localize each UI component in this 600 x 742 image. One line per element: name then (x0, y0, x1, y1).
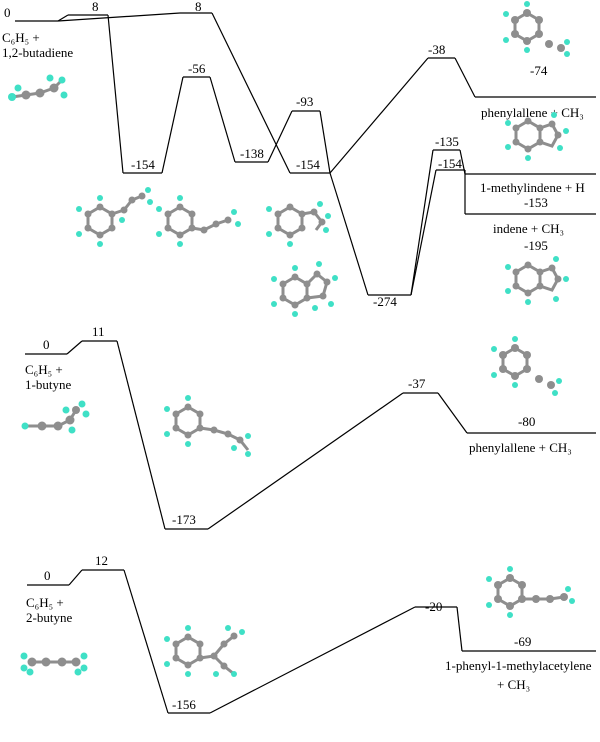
molecule-intermediate-4 (271, 261, 338, 317)
energy-label: 12 (95, 553, 108, 568)
path-p1-i (329, 57, 429, 174)
molecule-butadiene (8, 74, 68, 101)
path-p2-d (437, 392, 468, 434)
energy-label: -93 (296, 94, 313, 109)
reactant-label: 1-butyne (25, 377, 71, 392)
energy-label: 0 (43, 337, 50, 352)
energy-label: -154 (438, 156, 462, 171)
product-label: 1-methylindene + H (480, 180, 585, 195)
reactant-label: C₆H₅ + (26, 595, 64, 610)
molecule-intermediate-1 (76, 187, 153, 247)
path-p2-b (116, 340, 166, 530)
path-p1-f (267, 110, 293, 163)
path-p1-b (57, 12, 181, 22)
product-label: + CH₃ (497, 677, 530, 692)
energy-label: -74 (530, 63, 548, 78)
energy-label: -274 (373, 294, 397, 309)
energy-label: -135 (435, 134, 459, 149)
reactant-label: 1,2-butadiene (2, 45, 73, 60)
path-p1-a (57, 14, 69, 22)
energy-label: -38 (428, 42, 445, 57)
product-label: indene + CH₃ (493, 221, 564, 236)
reactant-label: C₆H₅ + (25, 362, 63, 377)
path-p1-l (410, 149, 434, 296)
path-p1-m (410, 169, 437, 296)
product-label: 1-phenyl-1-methylacetylene (445, 658, 592, 673)
molecule-phenylmethylacetylene (486, 566, 575, 618)
panel-1: 0 8 8 -154 -56 -138 -93 -154 -38 -74 -27… (2, 0, 596, 317)
energy-label: -20 (425, 599, 442, 614)
energy-label: 0 (44, 568, 51, 583)
molecule-methylindene (505, 112, 569, 161)
energy-label: -156 (172, 697, 196, 712)
path-p1-g (319, 110, 331, 174)
energy-label: -56 (188, 61, 206, 76)
energy-label: 0 (4, 5, 11, 20)
path-p1-j (454, 57, 476, 98)
path-p3-c (209, 606, 416, 714)
path-p2-c (207, 392, 404, 530)
reactant-label: 2-butyne (26, 610, 72, 625)
panel-2: 0 11 -173 -37 -80 C₆H₅ + 1-butyne phenyl… (21, 324, 596, 530)
energy-label: -154 (296, 157, 320, 172)
path-p3-a (68, 569, 83, 586)
energy-label: -37 (408, 376, 426, 391)
energy-label: -80 (518, 414, 535, 429)
molecule-intermediate (164, 395, 251, 457)
molecule-intermediate (164, 625, 245, 677)
panel-3: 0 12 -156 -20 -69 C₆H₅ + 2-butyne 1-phen… (20, 553, 596, 714)
energy-label: -69 (514, 634, 531, 649)
path-p1-d (161, 76, 184, 174)
energy-label: 8 (92, 0, 99, 14)
path-p1-h (211, 12, 291, 174)
molecule-2-butyne (20, 652, 88, 676)
product-label: phenylallene + CH₃ (469, 440, 572, 455)
molecule-intermediate-2 (156, 195, 241, 247)
reactant-label: C₆H₅ + (2, 30, 40, 45)
molecule-phenylallene (503, 1, 570, 57)
molecule-1-butyne (21, 400, 90, 434)
product-label: phenylallene + CH₃ (481, 105, 584, 120)
molecule-indene (505, 256, 569, 305)
energy-label: -173 (172, 512, 196, 527)
path-p3-d (456, 606, 463, 652)
path-p1-n (459, 149, 466, 175)
energy-label: 8 (195, 0, 202, 14)
path-p2-a (66, 340, 83, 355)
energy-label: -195 (524, 238, 548, 253)
path-p3-b (123, 569, 169, 714)
energy-label: -153 (524, 195, 548, 210)
path-p1-e (209, 76, 236, 163)
energy-label: 11 (92, 324, 105, 339)
energy-label: -154 (131, 157, 155, 172)
energy-label: -138 (240, 146, 264, 161)
molecule-phenylallene (491, 336, 562, 396)
path-p1-k (329, 172, 369, 296)
molecule-intermediate-3 (266, 201, 331, 247)
path-p1-c (107, 14, 124, 174)
